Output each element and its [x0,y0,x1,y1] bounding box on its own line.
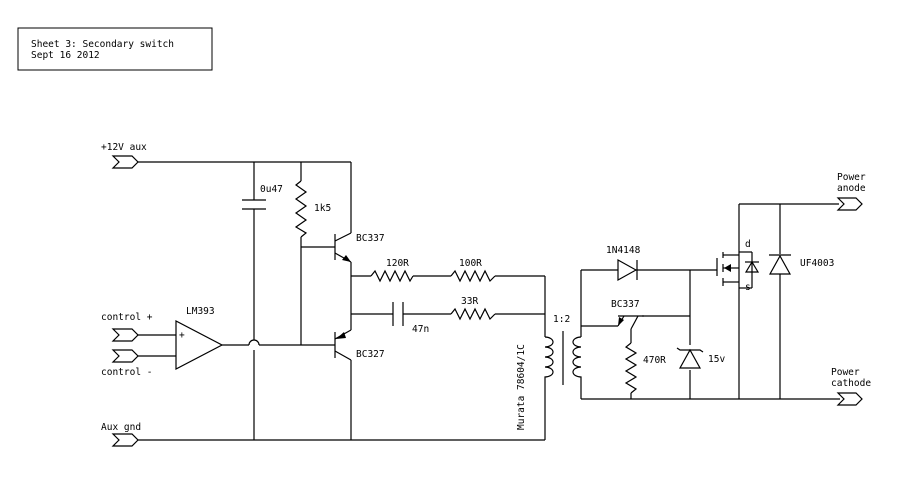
port-power-cathode: Power cathode [831,367,871,406]
res-120r-zigzag [370,269,414,283]
resistor-33r: 33R [450,296,496,321]
transistor-bc327: BC327 [334,329,385,361]
xfmr-secondary-coil [572,336,582,380]
capacitor-47n: 47n [392,302,429,335]
port-arrow-aux-gnd [111,433,139,447]
port-control-plus: control + [101,312,153,342]
port-label-power-anode-2: anode [837,183,866,194]
port-arrow-power-cathode [836,392,863,406]
opamp-lm393: + LM393 [175,306,224,370]
opamp-plus-sign: + [179,330,185,341]
bc337-sec-arrow [618,317,624,326]
mosfet-source-label: s [745,282,751,293]
diode-1n4148-triangle [617,258,638,282]
bc337-top-emitter-arrow [342,255,351,262]
port-control-minus: control - [101,349,152,378]
diode-uf4003-triangle [768,254,792,275]
zener-label: 15v [708,354,725,365]
port-label-aux12v: +12V aux [101,142,147,153]
res-100r-label: 100R [459,258,482,269]
port-label-aux-gnd: Aux gnd [101,422,141,433]
res-120r-label: 120R [386,258,409,269]
res-33r-label: 33R [461,296,478,307]
port-aux-gnd: Aux gnd [101,422,141,447]
xfmr-ratio-label: 1:2 [553,314,570,325]
diode-uf4003-label: UF4003 [800,258,834,269]
mosfet: d s [716,239,760,293]
title-line-2: Sept 16 2012 [31,50,100,61]
res-1k5-label: 1k5 [314,203,331,214]
mosfet-arrow [724,264,731,272]
port-label-control-minus: control - [101,367,152,378]
port-label-control-plus: control + [101,312,153,323]
resistor-120r: 120R [370,258,414,283]
cap-47n-label: 47n [412,324,429,335]
xfmr-part-label: Murata 78604/1C [516,344,527,430]
res-33r-zigzag [450,307,496,321]
bc327-collector [334,350,352,361]
port-arrow-aux12v [111,155,139,169]
res-470r-zigzag [624,342,638,394]
port-power-anode: Power anode [836,172,866,211]
resistor-1k5: 1k5 [294,180,331,238]
bc327-emitter-arrow [336,332,346,339]
bc337-top-label: BC337 [356,233,385,244]
transistor-bc337-secondary: BC337 [611,299,644,330]
mosfet-body-diode-triangle [744,260,760,273]
title-block-frame [17,27,213,71]
port-arrow-control-minus [111,349,139,363]
zener-15v: 15v [676,347,725,369]
mosfet-drain-label: d [745,239,751,250]
bc337-top-collector [334,232,352,242]
bc327-label: BC327 [356,349,385,360]
wire-hop [248,339,260,346]
wires-secondary [580,203,840,400]
port-label-power-anode-1: Power [837,172,866,183]
zener-triangle [678,348,702,369]
diode-uf4003: UF4003 [768,254,834,275]
zener-bar [676,347,704,353]
port-arrow-control-plus [111,328,139,342]
cap-0u47-label: 0u47 [260,184,283,195]
diode-1n4148: 1N4148 [606,245,641,282]
resistor-100r: 100R [450,258,496,283]
opamp-body [175,320,224,370]
diode-1n4148-label: 1N4148 [606,245,641,256]
transformer-murata: 1:2 Murata 78604/1C [516,314,582,430]
port-aux12v: +12V aux [101,142,147,169]
xfmr-primary-coil [544,336,554,380]
wires-primary [138,161,546,441]
res-470r-label: 470R [643,355,666,366]
port-label-power-cathode-1: Power [831,367,860,378]
capacitor-0u47: 0u47 [242,184,283,210]
res-100r-zigzag [450,269,496,283]
title-block: Sheet 3: Secondary switch Sept 16 2012 [17,27,213,71]
res-1k5-zigzag [294,180,308,238]
port-arrow-power-anode [836,197,863,211]
title-line-1: Sheet 3: Secondary switch [31,39,174,50]
bc337-sec-base-lead [630,315,639,330]
resistor-470r: 470R [624,342,666,394]
bc337-sec-label: BC337 [611,299,640,310]
transistor-bc337-top: BC337 [334,232,385,263]
opamp-label: LM393 [186,306,215,317]
port-label-power-cathode-2: cathode [831,378,871,389]
